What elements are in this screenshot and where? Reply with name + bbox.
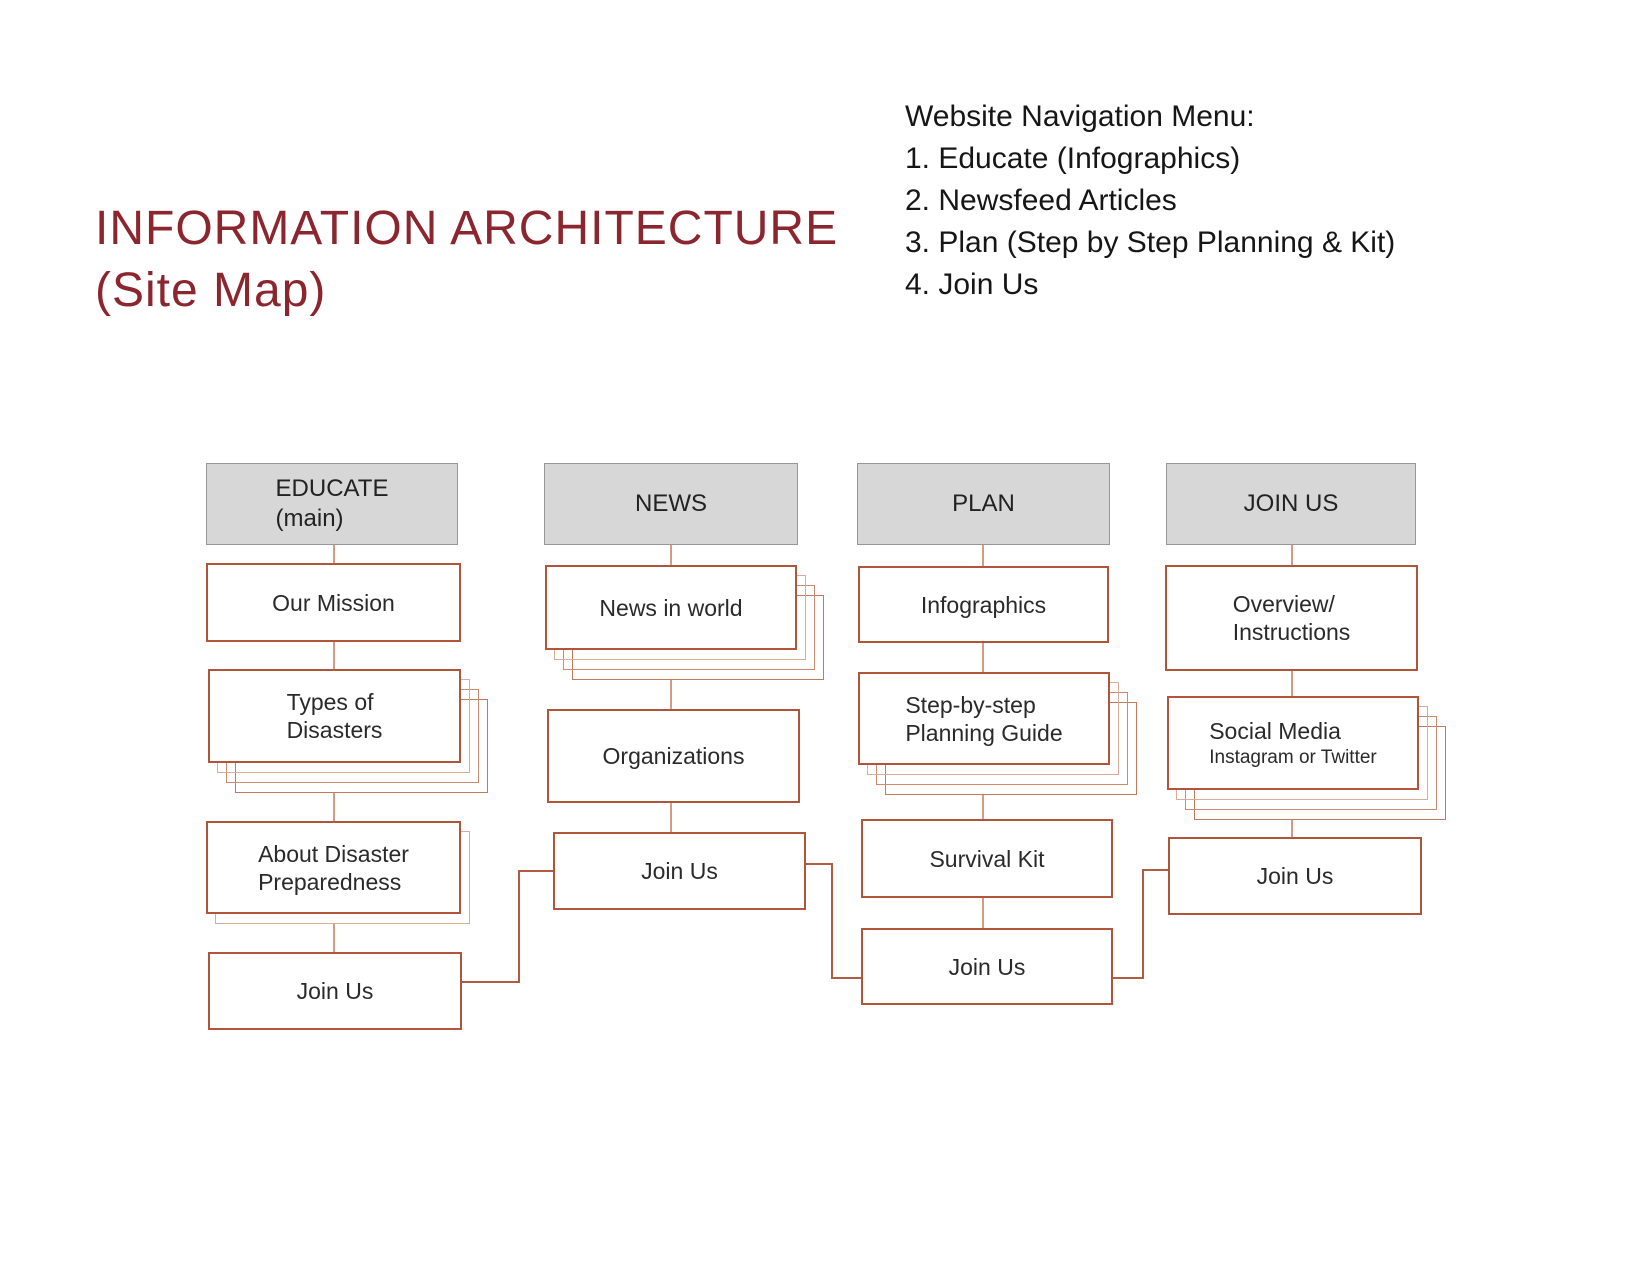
node-label: Join Us [948,953,1026,980]
connector-joinus3-joinus4 [1113,869,1168,979]
node-label: Join Us [641,858,718,884]
node-organizations: Organizations [547,709,800,803]
node-our-mission: Our Mission [206,563,461,642]
node-infographics: Infographics [858,566,1109,643]
node-label: (main) [275,505,344,532]
website-navigation-menu: Website Navigation Menu: 1. Educate (Inf… [905,96,1395,306]
node-plan-join-us-face: Join Us [861,928,1113,1005]
page-title-line2: (Site Map) [95,264,327,317]
node-join-us-column-join-us-face: Join Us [1168,837,1422,915]
node-educate-join-us-face: Join Us [208,952,462,1030]
node-educate-header: EDUCATE (main) [206,463,458,545]
node-organizations-face: Organizations [547,709,800,803]
node-label: Infographics [920,591,1047,618]
node-social-media-face: Social Media Instagram or Twitter [1167,696,1419,790]
node-news-join-us: Join Us [553,832,806,910]
node-news-in-world-face: News in world [545,565,797,650]
node-label: Preparedness [258,868,402,895]
node-about-disaster-preparedness-face: About Disaster Preparedness [206,821,461,914]
nav-heading: Website Navigation Menu: [905,100,1255,133]
node-label: EDUCATE [275,475,389,502]
node-social-media: Social Media Instagram or Twitter [1167,696,1446,820]
node-label: Instructions [1232,619,1351,645]
node-label: Survival Kit [929,845,1045,872]
node-sublabel: Instagram or Twitter [1209,746,1377,768]
node-overview-instructions-face: Overview/ Instructions [1165,565,1418,671]
node-educate-join-us: Join Us [208,952,462,1030]
node-join-us-header-face: JOIN US [1166,463,1416,545]
node-step-by-step-planning-guide-face: Step-by-step Planning Guide [858,672,1110,765]
node-label: Social Media [1209,717,1341,744]
node-label: Organizations [602,743,745,769]
node-step-by-step-planning-guide: Step-by-step Planning Guide [858,672,1137,795]
node-news-header: NEWS [544,463,798,545]
nav-item-plan: 3. Plan (Step by Step Planning & Kit) [905,226,1396,259]
node-survival-kit: Survival Kit [861,819,1113,898]
node-label: About Disaster [258,840,409,867]
node-label: JOIN US [1243,490,1339,517]
node-join-us-header: JOIN US [1166,463,1416,545]
nav-item-join-us: 4. Join Us [905,268,1039,301]
node-join-us-column-join-us: Join Us [1168,837,1422,915]
node-educate-header-face: EDUCATE (main) [206,463,458,545]
node-news-header-face: NEWS [544,463,798,545]
node-types-of-disasters: Types of Disasters [208,669,488,793]
nav-item-educate: 1. Educate (Infographics) [905,142,1241,175]
node-about-disaster-preparedness: About Disaster Preparedness [206,821,470,924]
node-label: Join Us [1256,863,1334,889]
node-label: Step-by-step [905,691,1036,718]
node-label: Disasters [286,717,383,743]
node-plan-header-face: PLAN [857,463,1110,545]
nav-item-newsfeed: 2. Newsfeed Articles [905,184,1177,217]
node-label: PLAN [952,490,1015,517]
node-news-join-us-face: Join Us [553,832,806,910]
node-plan-header: PLAN [857,463,1110,545]
page-title: INFORMATION ARCHITECTURE (Site Map) [95,198,838,322]
node-label: News in world [599,594,743,621]
connector-joinus2-joinus3 [806,863,861,979]
connector-joinus1-joinus2 [462,870,553,983]
node-label: Join Us [296,978,374,1004]
node-plan-join-us: Join Us [861,928,1113,1005]
node-label: Our Mission [272,589,395,616]
node-news-in-world: News in world [545,565,824,680]
node-types-of-disasters-face: Types of Disasters [208,669,461,763]
node-label: Planning Guide [905,719,1063,746]
node-overview-instructions: Overview/ Instructions [1165,565,1418,671]
node-infographics-face: Infographics [858,566,1109,643]
node-label: NEWS [635,490,707,517]
node-survival-kit-face: Survival Kit [861,819,1113,898]
node-label: Types of [286,689,374,715]
page-title-line1: INFORMATION ARCHITECTURE [95,202,839,255]
node-label: Overview/ [1232,591,1335,617]
node-our-mission-face: Our Mission [206,563,461,642]
